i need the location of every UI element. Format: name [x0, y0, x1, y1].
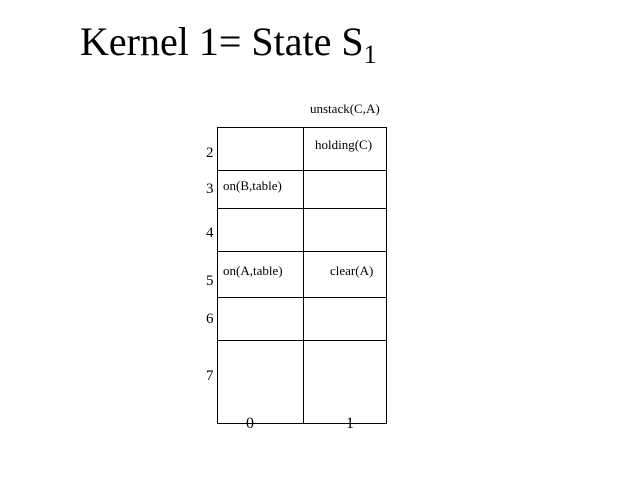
row-divider [218, 251, 386, 252]
row-divider [218, 208, 386, 209]
row-divider [218, 340, 386, 341]
title-subscript: 1 [363, 40, 377, 69]
column-header-unstack: unstack(C,A) [310, 101, 380, 116]
row-divider [218, 297, 386, 298]
cell-clear-a: clear(A) [330, 263, 374, 278]
row-label-5: 5 [206, 273, 214, 289]
title-text: Kernel 1= State S [80, 19, 364, 64]
slide-title: Kernel 1= State S1 [80, 18, 377, 69]
cell-on-b-table: on(B,table) [223, 178, 282, 193]
kernel-grid [217, 127, 387, 424]
row-label-2: 2 [206, 145, 214, 161]
row-divider [218, 170, 386, 171]
column-label-1: 1 [346, 415, 354, 432]
cell-holding-c: holding(C) [315, 137, 373, 152]
column-divider [303, 128, 304, 423]
row-label-4: 4 [206, 225, 214, 241]
row-label-7: 7 [206, 368, 214, 384]
row-label-3: 3 [206, 181, 214, 197]
row-label-6: 6 [206, 311, 214, 327]
column-label-0: 0 [246, 415, 254, 432]
cell-on-a-table: on(A,table) [223, 263, 283, 278]
